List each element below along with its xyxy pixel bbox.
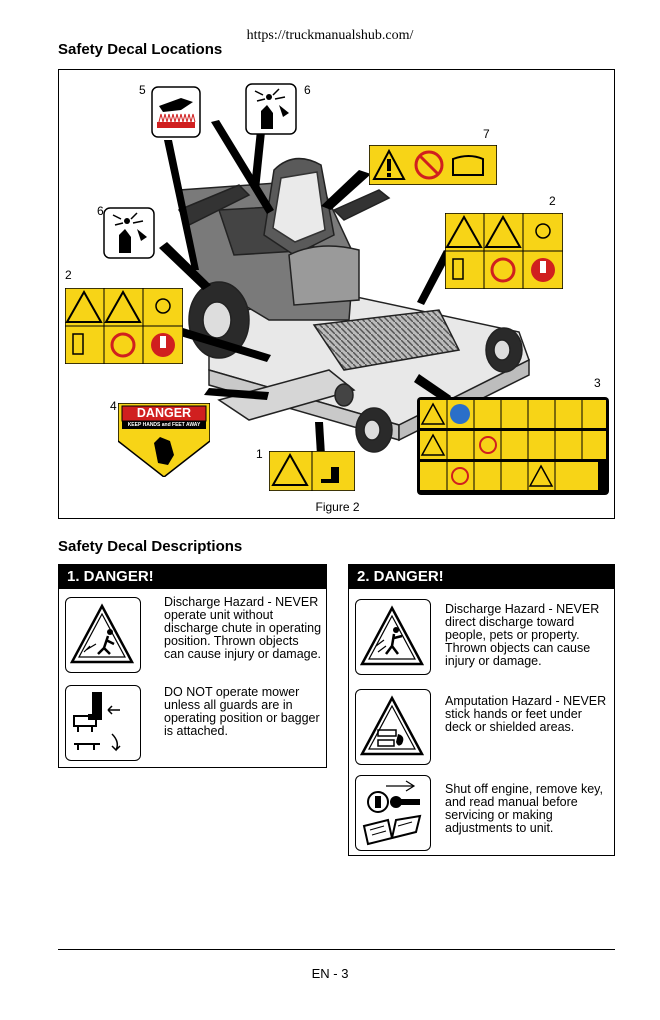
decal-1-discharge-chute-icon bbox=[269, 451, 355, 491]
decal-description: Discharge Hazard - NEVER operate unit wi… bbox=[164, 595, 322, 661]
footer-rule bbox=[58, 949, 615, 950]
danger-sign-word: DANGER bbox=[136, 406, 192, 420]
thrown-object-warning-icon bbox=[65, 597, 141, 673]
decal-row: DO NOT operate mower unless all guards a… bbox=[59, 683, 326, 767]
decal-3-operating-instructions-icon bbox=[417, 397, 609, 495]
key-and-manual-icon bbox=[355, 775, 431, 851]
decal-6-top-burn-hazard-icon bbox=[245, 83, 297, 135]
decal-4-danger-sign: DANGER KEEP HANDS and FEET AWAY bbox=[118, 403, 210, 477]
guard-in-place-icon bbox=[65, 685, 141, 761]
locations-title: Safety Decal Locations bbox=[58, 41, 223, 58]
mower-wheels bbox=[188, 281, 523, 453]
decal-description: Discharge Hazard - NEVER direct discharg… bbox=[445, 602, 600, 668]
mower-body bbox=[177, 157, 530, 442]
decal-6-left-burn-hazard-icon bbox=[103, 207, 155, 259]
leader-lines bbox=[159, 120, 451, 455]
callout-2-right: 2 bbox=[549, 194, 556, 208]
decal-description: DO NOT operate mower unless all guards a… bbox=[164, 685, 320, 738]
decal-7-fuel-warning-icon bbox=[369, 145, 497, 185]
danger-sign-subtext: KEEP HANDS and FEET AWAY bbox=[127, 422, 201, 428]
mower-illustration bbox=[159, 120, 530, 455]
decal-table-2-title: 2. DANGER! bbox=[349, 565, 614, 589]
callout-5: 5 bbox=[139, 83, 146, 97]
discharge-toward-people-icon bbox=[355, 599, 431, 675]
decal-row: Discharge Hazard - NEVER operate unit wi… bbox=[59, 593, 326, 679]
callout-7: 7 bbox=[483, 127, 490, 141]
callout-2-left: 2 bbox=[65, 268, 72, 282]
safety-decal-figure: 5 6 7 6 2 2 3 4 1 bbox=[58, 69, 615, 519]
callout-6-top: 6 bbox=[304, 83, 311, 97]
header-url[interactable]: https://truckmanualshub.com/ bbox=[246, 28, 414, 43]
decal-5-hand-cut-icon bbox=[151, 86, 201, 138]
decal-2-right-discharge-hazard-icon bbox=[445, 213, 563, 289]
decal-table-2: 2. DANGER! Discharge Hazard - NEVER dire… bbox=[348, 564, 615, 856]
callout-3: 3 bbox=[594, 376, 601, 390]
decal-table-1: 1. DANGER! Discharge Hazard - NEVER oper… bbox=[58, 564, 327, 768]
decal-2-left-discharge-hazard-icon bbox=[65, 288, 183, 364]
descriptions-title: Safety Decal Descriptions bbox=[58, 538, 243, 555]
callout-1: 1 bbox=[256, 447, 263, 461]
decal-row: Shut off engine, remove key, and read ma… bbox=[349, 773, 614, 857]
decal-table-1-title: 1. DANGER! bbox=[59, 565, 326, 589]
decal-description: Amputation Hazard - NEVER stick hands or… bbox=[445, 694, 607, 734]
decal-description: Shut off engine, remove key, and read ma… bbox=[445, 782, 603, 835]
decal-row: Amputation Hazard - NEVER stick hands or… bbox=[349, 685, 614, 771]
decal-row: Discharge Hazard - NEVER direct discharg… bbox=[349, 593, 614, 683]
amputation-hazard-icon bbox=[355, 689, 431, 765]
callout-4: 4 bbox=[110, 399, 117, 413]
callout-6-left: 6 bbox=[97, 204, 104, 218]
danger-sign-shape bbox=[118, 403, 210, 477]
figure-caption: Figure 2 bbox=[315, 500, 360, 514]
page-number: EN - 3 bbox=[311, 966, 349, 981]
